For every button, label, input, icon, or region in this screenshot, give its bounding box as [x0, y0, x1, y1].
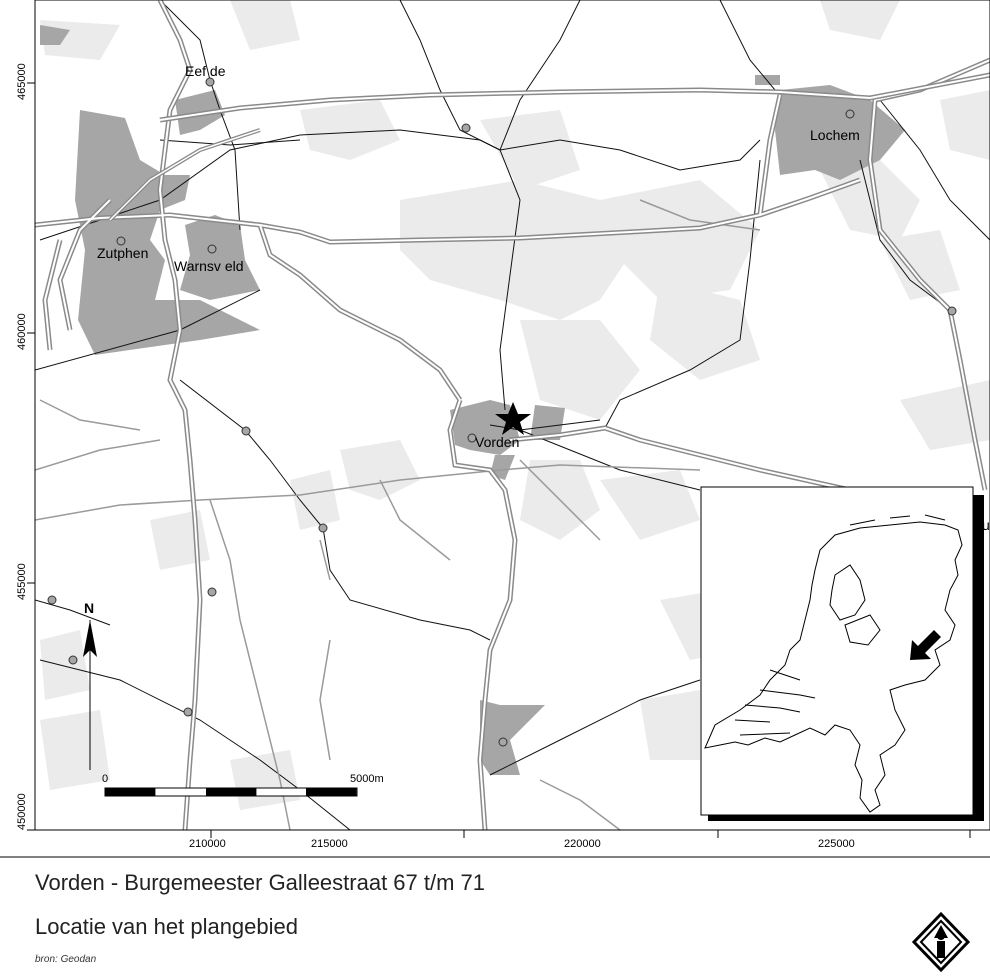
caption-title: Vorden - Burgemeester Galleestraat 67 t/…	[35, 870, 486, 895]
place-label-warnsveld: Warnsv eld	[174, 258, 244, 274]
wadden-outline	[849, 514, 946, 526]
y-axis-labels: 465000 460000 455000 450000	[16, 63, 28, 830]
caption-source: bron: Geodan	[35, 954, 97, 965]
topographic-map: Eef de Lochem Zutphen Warnsv eld Vorden …	[0, 0, 990, 858]
x-tick-label: 215000	[311, 838, 348, 850]
y-tick-label: 450000	[16, 793, 28, 830]
inset-edge-label: u	[982, 517, 990, 533]
location-arrow-icon	[910, 630, 941, 660]
scale-bar: 0 5000m	[102, 773, 384, 797]
x-axis-labels: 210000 215000 220000 225000	[189, 838, 855, 850]
place-labels: Eef de Lochem Zutphen Warnsv eld Vorden	[97, 63, 860, 450]
secondary-roads	[35, 199, 761, 830]
north-arrow-icon: N	[83, 600, 97, 770]
map-content: Eef de Lochem Zutphen Warnsv eld Vorden …	[35, 0, 990, 830]
ijsselmeer-outline	[829, 564, 881, 646]
place-label-eefde: Eef de	[185, 63, 226, 79]
y-tick-label: 455000	[16, 563, 28, 600]
minor-roads	[35, 0, 990, 830]
x-tick-label: 220000	[564, 838, 601, 850]
provincial-info-icon	[912, 912, 970, 972]
forest-areas	[40, 0, 990, 810]
place-label-vorden: Vorden	[475, 434, 519, 450]
x-tick-label: 225000	[818, 838, 855, 850]
plan-area-star-icon	[495, 402, 531, 435]
y-tick-label: 465000	[16, 63, 28, 100]
place-label-lochem: Lochem	[810, 127, 860, 143]
y-tick-label: 460000	[16, 313, 28, 350]
netherlands-outline	[704, 521, 963, 813]
north-label: N	[84, 600, 94, 616]
x-tick-label: 210000	[189, 838, 226, 850]
settlement-markers	[47, 77, 957, 747]
inset-map: u	[700, 486, 990, 821]
caption-subtitle: Locatie van het plangebied	[35, 914, 298, 939]
place-label-zutphen: Zutphen	[97, 245, 148, 261]
delta-outline	[734, 669, 816, 736]
axis-ticks	[27, 82, 971, 838]
scale-end-label: 5000m	[350, 773, 384, 785]
map-frame	[34, 0, 990, 831]
scale-start-label: 0	[102, 773, 108, 785]
railway	[108, 72, 990, 222]
